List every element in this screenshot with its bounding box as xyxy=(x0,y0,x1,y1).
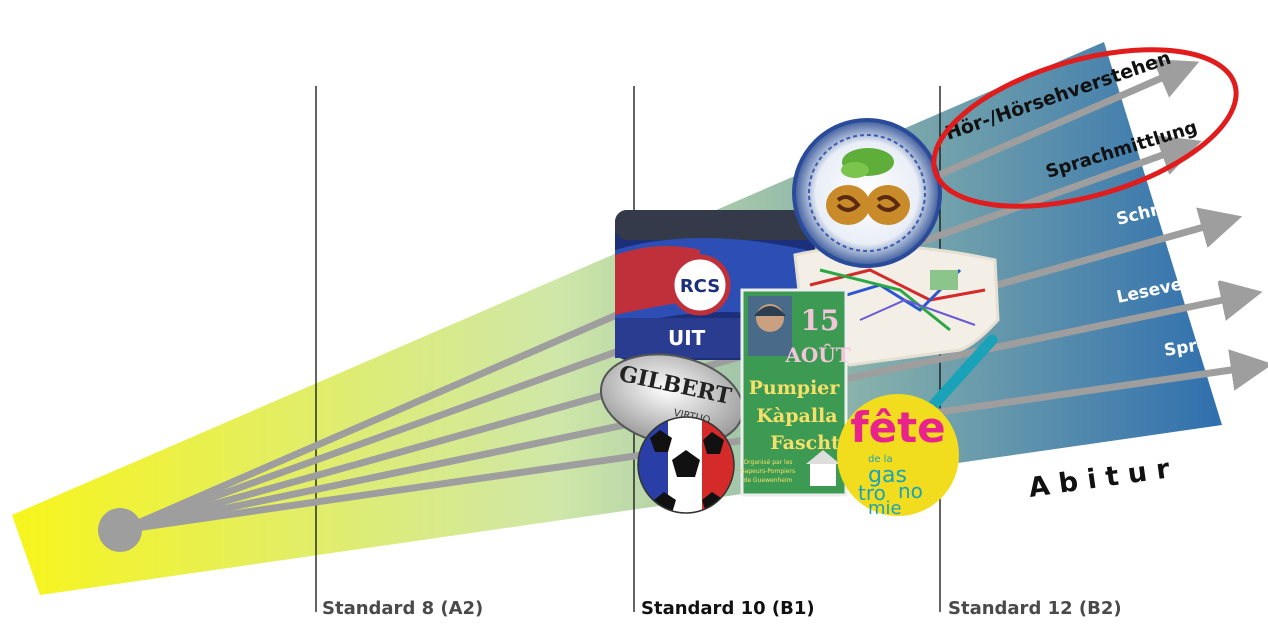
fete-de-la: de la xyxy=(868,454,893,465)
fete-no: no xyxy=(898,479,923,503)
standard-10-label: Standard 10 (B1) xyxy=(641,598,815,619)
poster-line-4: Kàpalla xyxy=(756,405,837,427)
standard-12-label: Standard 12 (B2) xyxy=(948,598,1122,619)
abitur-label: A b i t u r xyxy=(1027,453,1173,504)
standard-8-label: Standard 8 (A2) xyxy=(322,598,484,619)
poster-line-2: AOÛT xyxy=(784,342,850,367)
flag-banner-text: UIT xyxy=(668,326,706,350)
poster-small-3: de Guewenheim xyxy=(744,477,793,484)
poster-line-5: Fascht xyxy=(770,432,840,454)
poster-line-1: 15 xyxy=(801,304,840,337)
fete-word: fête xyxy=(850,403,945,452)
highlight-ellipse xyxy=(931,47,1239,209)
fete-tro: tro xyxy=(858,481,886,505)
fete-gastronomie-logo-icon: fête de la gas tro no mie xyxy=(837,334,998,519)
fete-gas: gas xyxy=(868,463,907,488)
dish-icon xyxy=(792,118,942,268)
poster-small-1: Organisé par les xyxy=(743,459,792,466)
fete-mie: mie xyxy=(868,498,902,519)
firefighter-poster-icon: 15 AOÛT Pumpier Kàpalla Fascht Organisé … xyxy=(740,288,851,497)
poster-small-2: Sapeurs-Pompiers xyxy=(741,468,795,475)
origin-circle xyxy=(98,508,142,552)
poster-line-3: Pumpier xyxy=(749,377,841,399)
flag-text: RCS xyxy=(680,276,720,297)
